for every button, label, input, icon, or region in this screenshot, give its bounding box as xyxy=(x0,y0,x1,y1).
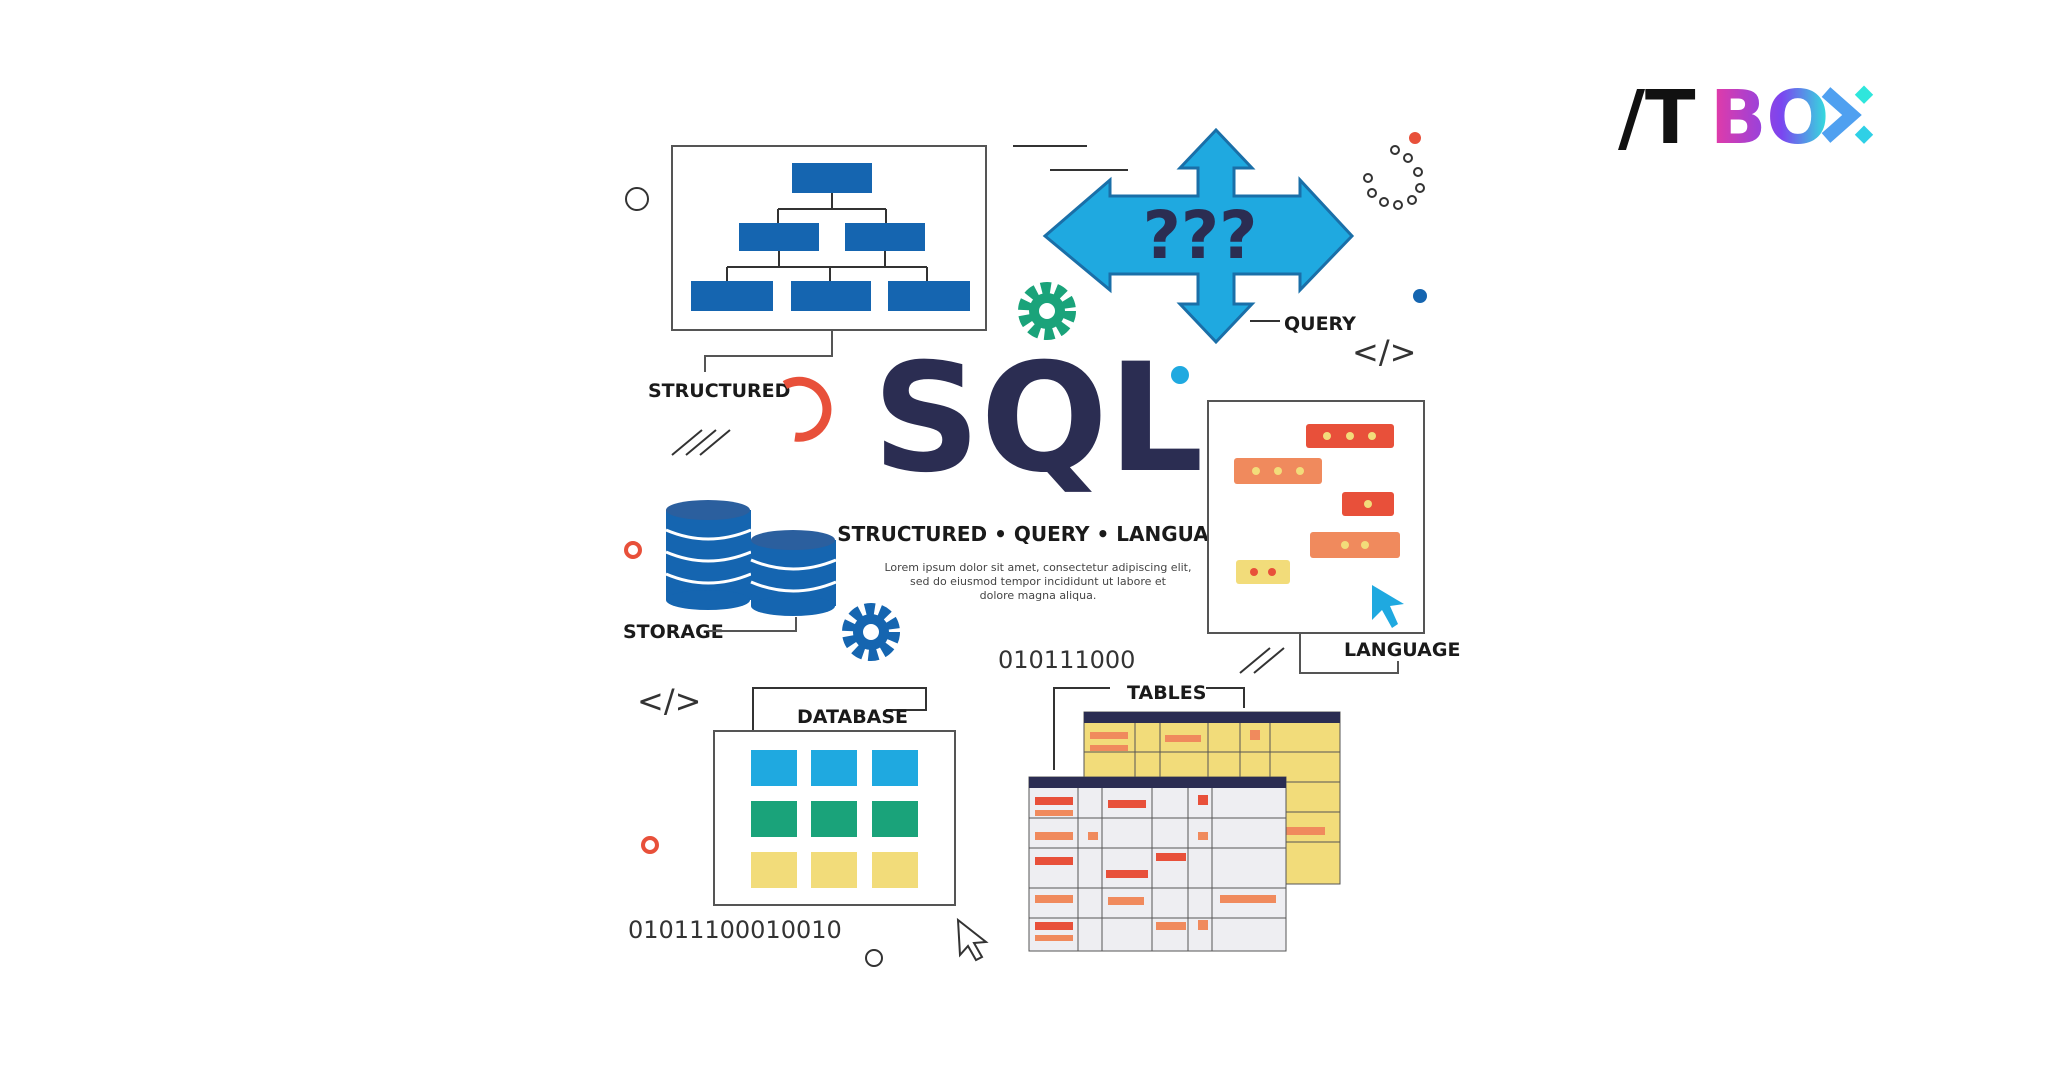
binary-text: 01011100010010 xyxy=(628,916,842,944)
slash-marks xyxy=(671,429,731,456)
chat-frame xyxy=(1207,400,1425,634)
sql-title: SQL xyxy=(872,332,1203,506)
gear-icon xyxy=(842,603,900,661)
query-arrows-icon: ??? xyxy=(1042,127,1355,345)
loading-dots-icon xyxy=(1363,145,1425,210)
cursor-icon xyxy=(956,917,989,962)
language-label: LANGUAGE xyxy=(1344,639,1460,661)
svg-text:BO: BO xyxy=(1710,75,1829,161)
structured-label: STRUCTURED xyxy=(648,380,790,402)
description-line: dolore magna aliqua. xyxy=(980,589,1097,602)
code-tag-icon: </> xyxy=(637,682,701,720)
gear-icon xyxy=(1018,282,1076,340)
tables-label: TABLES xyxy=(1127,682,1206,704)
cursor-icon xyxy=(1372,585,1404,628)
subtitle: STRUCTURED • QUERY • LANGUAGE xyxy=(837,522,1239,546)
description-line: Lorem ipsum dolor sit amet, consectetur … xyxy=(885,561,1192,574)
folders-frame xyxy=(713,730,956,906)
question-marks: ??? xyxy=(1143,197,1258,274)
code-tag-icon: </> xyxy=(1352,333,1416,371)
svg-text:/T: /T xyxy=(1618,75,1696,161)
hierarchy-frame xyxy=(671,145,987,372)
binary-text: 010111000 xyxy=(998,646,1135,674)
query-label: QUERY xyxy=(1284,313,1356,335)
description-line: sed do eiusmod tempor incididunt ut labo… xyxy=(910,575,1167,588)
loader-arc-icon xyxy=(782,376,832,442)
table-front xyxy=(1028,776,1287,952)
itbox-logo: /T BO xyxy=(1618,75,1874,161)
database-label: DATABASE xyxy=(797,706,908,728)
storage-label: STORAGE xyxy=(623,621,724,643)
database-cylinders-icon xyxy=(665,500,837,616)
